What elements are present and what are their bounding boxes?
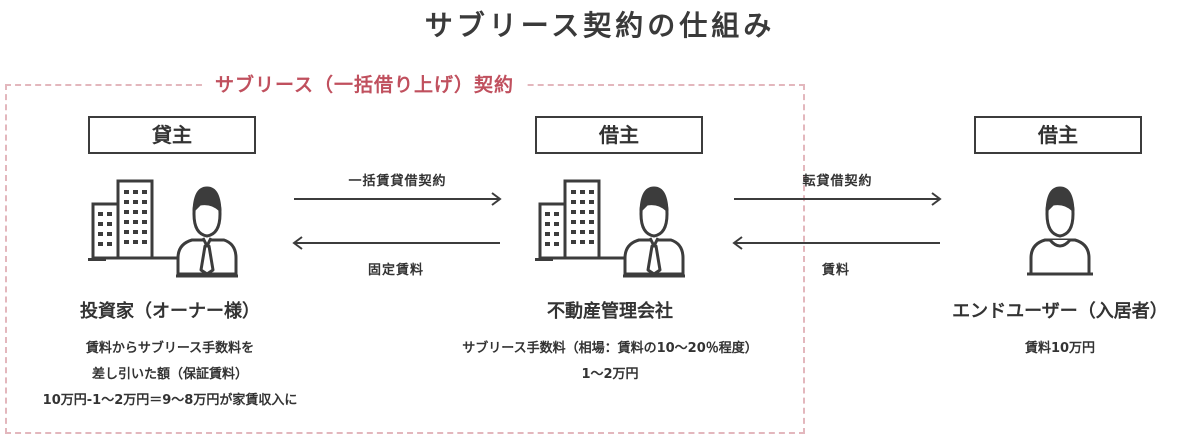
arrow-label-sublease: 転貸借契約 bbox=[802, 174, 873, 189]
role-lessor: 貸主 bbox=[88, 116, 256, 154]
description-line: 1～2万円 bbox=[581, 367, 639, 382]
manager-description: サブリース手数料（相場：賃料の10～20％程度） 1～2万円 bbox=[425, 336, 795, 388]
arrow-label-rent: 賃料 bbox=[821, 263, 850, 278]
description-line: サブリース手数料（相場：賃料の10～20％程度） bbox=[462, 341, 758, 356]
description-line: 賃料からサブリース手数料を bbox=[85, 341, 255, 356]
owner-description: 賃料からサブリース手数料を 差し引いた額（保証賃料） 10万円-1～2万円＝9～… bbox=[10, 336, 330, 414]
arrow-right-icon bbox=[294, 192, 502, 206]
sublease-contract-label: サブリース（一括借り上げ）契約 bbox=[205, 70, 525, 97]
description-line: 10万円-1～2万円＝9～8万円が家賃収入に bbox=[42, 393, 298, 408]
diagram-title: サブリース契約の仕組み bbox=[424, 9, 776, 42]
building-person-icon bbox=[88, 179, 238, 278]
party-name-manager: 不動産管理会社 bbox=[547, 301, 673, 322]
arrow-right-icon bbox=[734, 192, 942, 206]
party-name-tenant: エンドユーザー（入居者） bbox=[952, 301, 1168, 322]
party-name-owner: 投資家（オーナー様） bbox=[80, 301, 260, 322]
role-sublessor: 借主 bbox=[535, 116, 703, 154]
building-person-icon bbox=[535, 179, 685, 278]
tenant-description: 賃料10万円 bbox=[910, 336, 1200, 362]
arrow-left-icon bbox=[292, 236, 500, 250]
description-line: 差し引いた額（保証賃料） bbox=[91, 367, 248, 382]
arrow-label-master-lease: 一括賃貸借契約 bbox=[348, 174, 447, 189]
role-tenant: 借主 bbox=[974, 116, 1142, 154]
arrow-label-fixed-rent: 固定賃料 bbox=[367, 263, 424, 278]
arrow-left-icon bbox=[732, 236, 940, 250]
person-icon bbox=[1027, 186, 1093, 276]
description-line: 賃料10万円 bbox=[1024, 341, 1096, 356]
